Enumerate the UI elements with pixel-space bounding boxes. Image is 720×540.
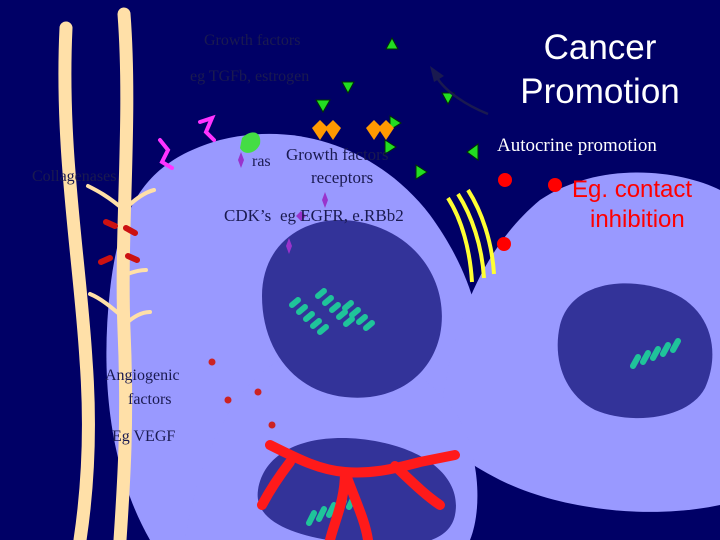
- growth-factor: [389, 115, 402, 131]
- autocrine-receptor-arc: [466, 188, 496, 275]
- contact-signal: [497, 237, 511, 251]
- label-autocrine: Autocrine promotion: [497, 135, 657, 156]
- page-title: Cancer Promotion: [520, 28, 680, 111]
- growth-factor: [341, 81, 355, 95]
- growth-factor: [385, 36, 399, 50]
- label-contact-1: Eg. contact: [572, 176, 693, 203]
- collagenase-enzyme: [158, 138, 174, 170]
- label-ras: ras: [252, 153, 271, 170]
- autocrine-receptor-arc: [446, 196, 474, 283]
- growth-factor-receptor: [325, 120, 341, 140]
- nucleus-main: [262, 220, 442, 398]
- label-contact-2: inhibition: [590, 206, 685, 233]
- growth-factor-receptor: [312, 120, 328, 140]
- growth-factor: [315, 99, 331, 113]
- growth-factor: [466, 143, 479, 161]
- contact-signal: [548, 178, 562, 192]
- angiogenic-factor: [208, 358, 216, 366]
- nucleus-right: [557, 283, 713, 419]
- collagen-fiber: [113, 7, 134, 540]
- ras-protein: [240, 132, 261, 153]
- collagen-fiber: [58, 21, 95, 540]
- angiogenic-factor: [254, 388, 262, 396]
- label-gf-receptors-2: receptors: [311, 168, 374, 187]
- dna-strand: [315, 288, 355, 327]
- cdk-marker: [296, 211, 306, 221]
- label-receptor-examples: eg EGFR, e.RBb2: [280, 206, 404, 225]
- angiogenic-factor: [268, 421, 276, 429]
- label-collagenases: Collagenases: [32, 168, 117, 185]
- autocrine-arrow: [434, 75, 489, 116]
- autocrine-arrowhead: [430, 66, 444, 82]
- label-angiogenic-2: factors: [128, 391, 172, 408]
- ras-marker: [238, 152, 244, 168]
- dna-strand: [342, 300, 375, 331]
- blood-vessel: [257, 440, 460, 540]
- growth-factor: [384, 139, 397, 155]
- collagenase-enzyme: [198, 114, 216, 142]
- label-cdks: CDK’s: [224, 206, 272, 225]
- label-vegf: Eg VEGF: [112, 428, 176, 445]
- collagen-fragment: [98, 219, 140, 265]
- ras-marker: [322, 192, 328, 208]
- contact-signal: [498, 173, 512, 187]
- growth-factor-receptor: [366, 120, 382, 140]
- label-growth-examples: eg TGFb, estrogen: [190, 68, 310, 85]
- growth-factor: [441, 92, 455, 106]
- dna-strand: [630, 338, 681, 369]
- label-growth-factors: Growth factors: [204, 32, 301, 49]
- label-gf-receptors-1: Growth factors: [286, 145, 389, 164]
- angiogenic-factor: [224, 396, 232, 404]
- growth-factor-receptor: [378, 120, 394, 140]
- autocrine-receptor-arc: [456, 192, 486, 279]
- growth-factor: [415, 164, 428, 180]
- dna-strand: [289, 297, 329, 335]
- collagen-fiber-branch: [86, 184, 156, 328]
- label-angiogenic-1: Angiogenic: [105, 367, 180, 384]
- ras-marker: [286, 238, 292, 254]
- dna-strand: [306, 494, 357, 526]
